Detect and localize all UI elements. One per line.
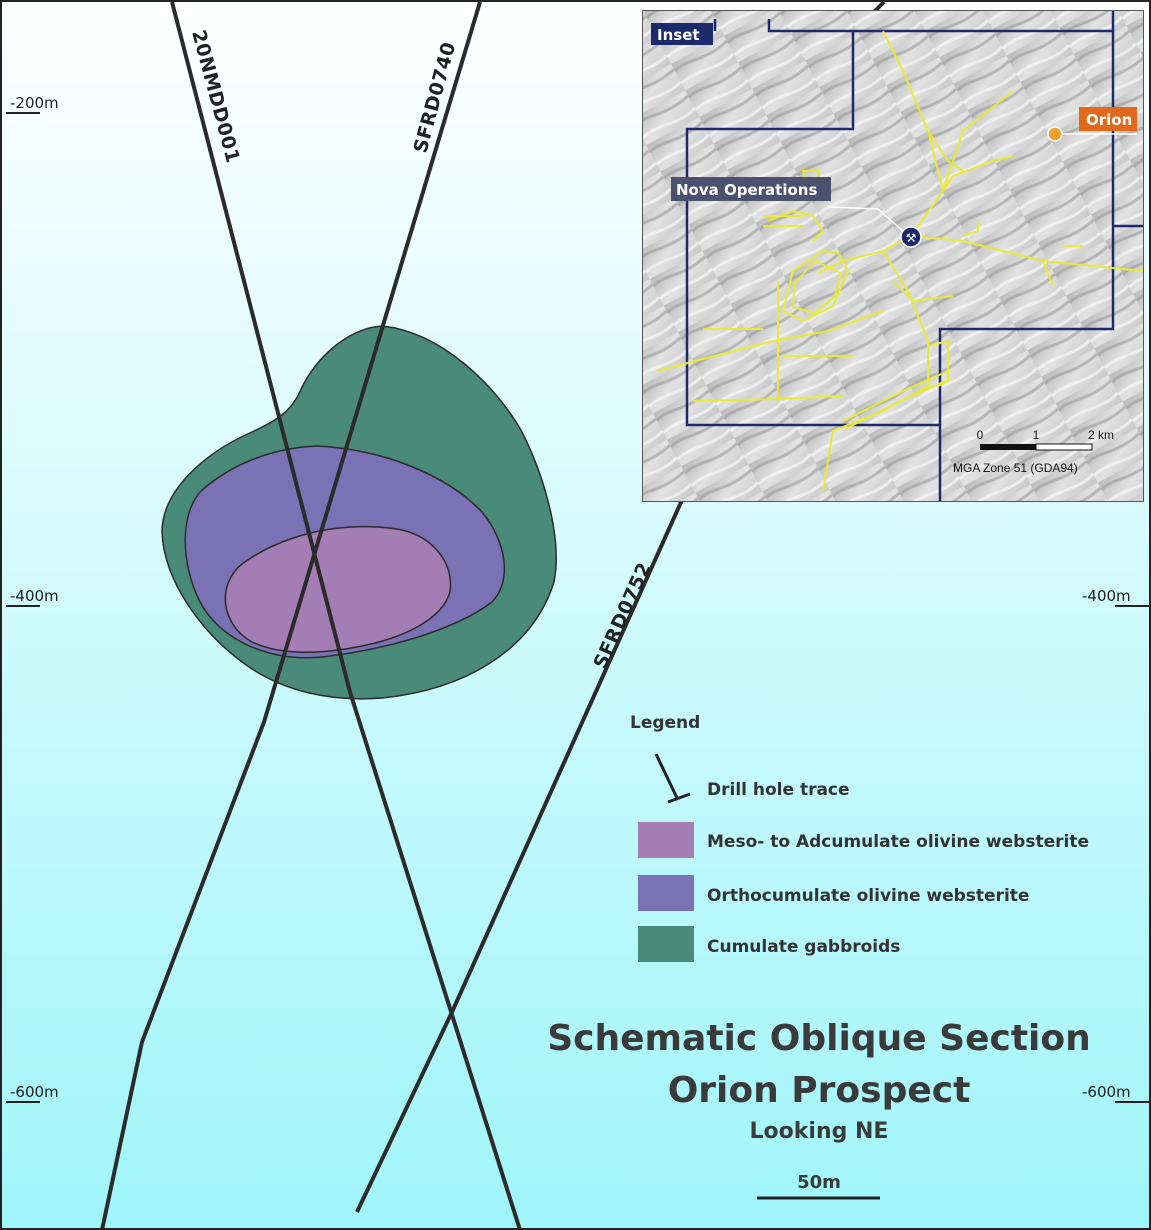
legend-swatch-ortho — [638, 875, 694, 911]
title-line2: Orion Prospect — [668, 1070, 971, 1111]
depth-ticks — [6, 112, 1149, 1103]
inset-map-canvas: ⚒ Nova Operations Orion Inset 0 1 2 km M… — [643, 11, 1143, 501]
nova-label-box — [671, 177, 831, 201]
depth-label-left-200: -200m — [10, 94, 59, 112]
inset-title-box — [651, 23, 713, 45]
orion-label-box — [1079, 107, 1137, 131]
inset-scale-tick-2: 2 km — [1088, 428, 1114, 442]
drill-trace-20NMDD001 — [170, 2, 522, 1228]
title-line1: Schematic Oblique Section — [547, 1018, 1091, 1059]
nova-operations-marker — [900, 226, 922, 248]
tenement-boundaries — [685, 11, 1143, 501]
title-line3: Looking NE — [750, 1119, 889, 1144]
inset-map: ⚒ Nova Operations Orion Inset 0 1 2 km M… — [642, 10, 1144, 502]
inset-title: Inset — [657, 26, 700, 44]
mine-infrastructure — [656, 30, 1143, 492]
depth-label-left-600: -600m — [10, 1083, 59, 1101]
legend-label-ortho: Orthocumulate olivine websterite — [707, 886, 1029, 906]
depth-label-left-400: -400m — [10, 587, 59, 605]
nova-operations-label: Nova Operations — [676, 181, 817, 199]
legend-label-gabbroids: Cumulate gabbroids — [707, 937, 900, 957]
inset-terrain — [643, 11, 1143, 501]
orion-marker — [1047, 126, 1063, 142]
drill-trace-symbol — [654, 753, 691, 804]
inset-scale-tick-0: 0 — [977, 428, 984, 442]
nova-leader-line — [828, 206, 879, 210]
inset-projection: MGA Zone 51 (GDA94) — [953, 461, 1078, 475]
legend-title: Legend — [630, 713, 700, 733]
legend-label-drill-trace: Drill hole trace — [707, 780, 850, 800]
meso-adcumulate-body — [224, 525, 452, 654]
depth-label-right-400: -400m — [1082, 587, 1131, 605]
orion-label: Orion — [1086, 111, 1132, 129]
drill-trace-SFRD0740 — [100, 2, 482, 1228]
pick-axe-icon: ⚒ — [906, 231, 917, 245]
inset-scale-tick-1: 1 — [1033, 428, 1040, 442]
legend-label-meso: Meso- to Adcumulate olivine websterite — [707, 832, 1089, 852]
inset-scale-bar: 0 1 2 km MGA Zone 51 (GDA94) — [953, 428, 1114, 475]
legend-swatch-gabbroids — [638, 926, 694, 962]
nova-leader-line-2 — [877, 208, 906, 234]
legend: Legend Drill hole trace Meso- to Adcumul… — [630, 713, 1089, 962]
legend-swatch-meso — [638, 822, 694, 858]
depth-label-right-600: -600m — [1082, 1083, 1131, 1101]
scale-bar-label: 50m — [797, 1172, 841, 1193]
